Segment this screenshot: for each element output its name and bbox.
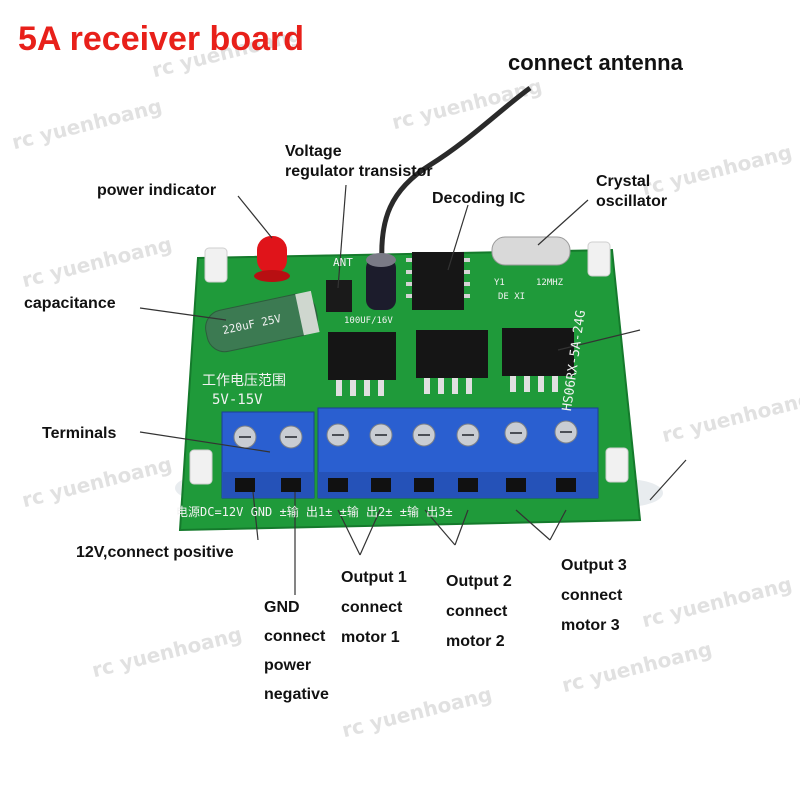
label-capacitance: capacitance bbox=[24, 295, 116, 312]
label-decoding-ic: Decoding IC bbox=[432, 190, 526, 207]
label-antenna: connect antenna bbox=[508, 50, 683, 75]
leader-out1a bbox=[337, 509, 361, 556]
page-title: 5A receiver board bbox=[18, 20, 304, 58]
label-crystal-oscillator: Crystal oscillator bbox=[596, 173, 668, 210]
leader-out1b bbox=[359, 509, 381, 556]
silk-power-row: 电源DC=12V GND ±输 出1± ±输 出2± ±输 出3± bbox=[176, 505, 453, 519]
capacitor-small bbox=[366, 258, 396, 310]
leader-12v bbox=[252, 491, 259, 541]
leader-out2b bbox=[454, 509, 469, 546]
leader-decoding-ic bbox=[447, 204, 469, 271]
leader-out3b bbox=[549, 509, 567, 541]
leader-terminals bbox=[139, 431, 271, 453]
leader-power-indicator bbox=[237, 195, 273, 239]
leader-crystal bbox=[537, 199, 589, 246]
silk-ic-mark: DE XI bbox=[498, 292, 526, 302]
standoff bbox=[605, 447, 629, 483]
standoff bbox=[189, 449, 213, 485]
leader-out2a bbox=[424, 509, 456, 546]
mosfet bbox=[502, 328, 574, 392]
leader-mosfet bbox=[557, 329, 641, 351]
label-output-1: Output 1 connect motor 1 bbox=[341, 569, 407, 646]
silk-y1: Y1 bbox=[494, 278, 505, 288]
silk-range: 5V-15V bbox=[212, 392, 263, 408]
silk-range-cn: 工作电压范围 bbox=[202, 373, 286, 389]
label-gnd: GND connect power negative bbox=[264, 599, 329, 703]
mosfet bbox=[328, 332, 396, 396]
silk-ant: ANT bbox=[333, 256, 353, 269]
label-output-3: Output 3 connect motor 3 bbox=[561, 557, 627, 634]
mosfet bbox=[416, 330, 488, 394]
voltage-regulator bbox=[326, 280, 352, 312]
standoff bbox=[204, 247, 228, 283]
standoff bbox=[587, 241, 611, 277]
leader-voltage-regulator bbox=[337, 184, 347, 289]
antenna-wire bbox=[379, 85, 532, 263]
led-body bbox=[257, 236, 287, 274]
leader-capacitance bbox=[139, 307, 227, 321]
label-12v: 12V,connect positive bbox=[76, 544, 234, 561]
silk-crystal-freq: 12MHZ bbox=[536, 278, 564, 288]
label-voltage-regulator: Voltage regulator transistor bbox=[285, 143, 433, 180]
silk-cap-small: 100UF/16V bbox=[344, 316, 393, 326]
leader-out3a bbox=[515, 509, 551, 541]
label-power-indicator: power indicator bbox=[97, 182, 217, 199]
decoding-ic bbox=[412, 252, 464, 310]
crystal-oscillator bbox=[491, 236, 571, 266]
label-output-2: Output 2 connect motor 2 bbox=[446, 573, 512, 650]
leader-right bbox=[649, 459, 687, 501]
capacitor-large bbox=[205, 290, 320, 353]
label-terminals: Terminals bbox=[42, 425, 117, 442]
